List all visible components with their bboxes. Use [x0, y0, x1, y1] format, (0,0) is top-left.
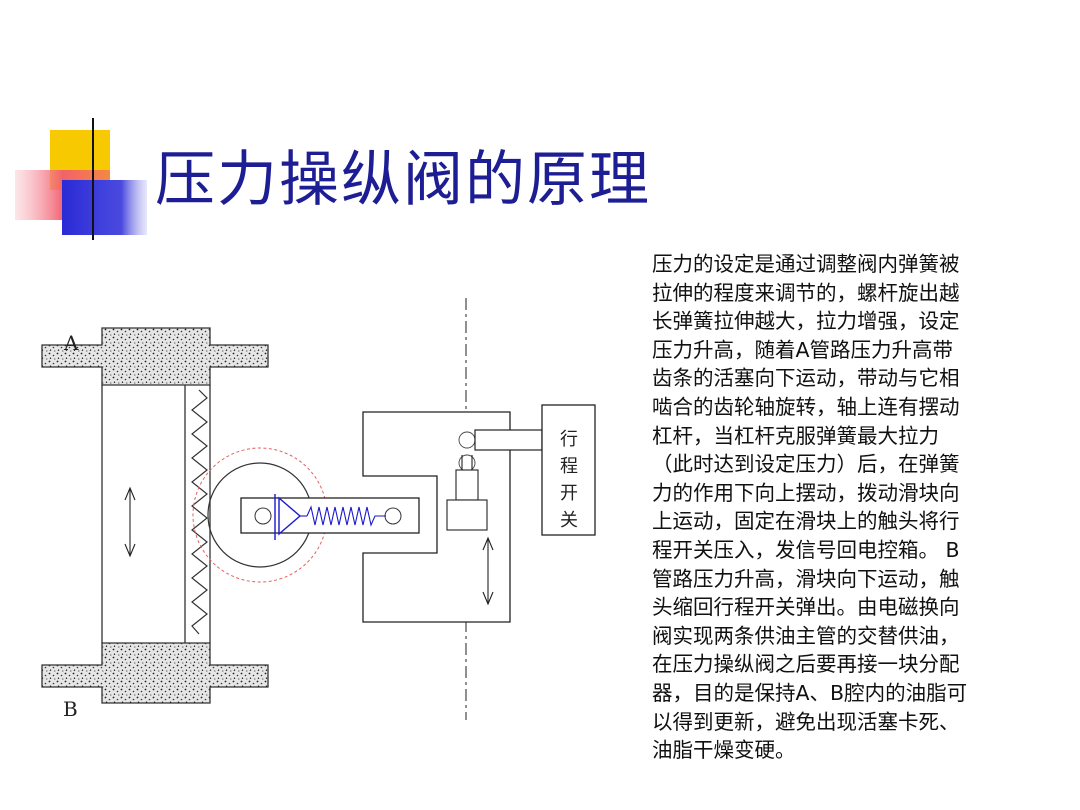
travel-switch-label-2: 程: [560, 456, 578, 477]
rack-teeth: [191, 389, 208, 635]
description-text: 压力的设定是通过调整阀内弹簧被 拉伸的程度来调节的，螺杆旋出越 长弹簧拉伸越大，…: [652, 252, 968, 763]
slider-block: [362, 411, 511, 623]
travel-switch-label-3: 开: [560, 483, 578, 504]
lever-arm: [240, 494, 420, 540]
pipe-b: [41, 642, 269, 704]
slide-title: 压力操纵阀的原理: [155, 145, 651, 215]
travel-switch-label-4: 关: [560, 510, 578, 531]
piston-motion-arrow: [124, 486, 136, 558]
title-decoration: [15, 118, 1080, 240]
slider-motion-arrow: [482, 536, 494, 606]
contact-plunger: [446, 431, 488, 531]
pipe-label-a: A: [63, 331, 79, 355]
travel-switch-box: [541, 404, 596, 536]
travel-switch-label-1: 行: [560, 429, 578, 450]
valve-diagram: 行 程 开 关 A B: [41, 298, 596, 721]
pipe-label-b: B: [63, 697, 78, 721]
adjusting-spring: [306, 505, 386, 527]
piston-cylinder: [101, 385, 211, 643]
blue-square: [62, 180, 147, 235]
switch-plunger: [474, 429, 543, 451]
pipe-a: [41, 327, 269, 386]
